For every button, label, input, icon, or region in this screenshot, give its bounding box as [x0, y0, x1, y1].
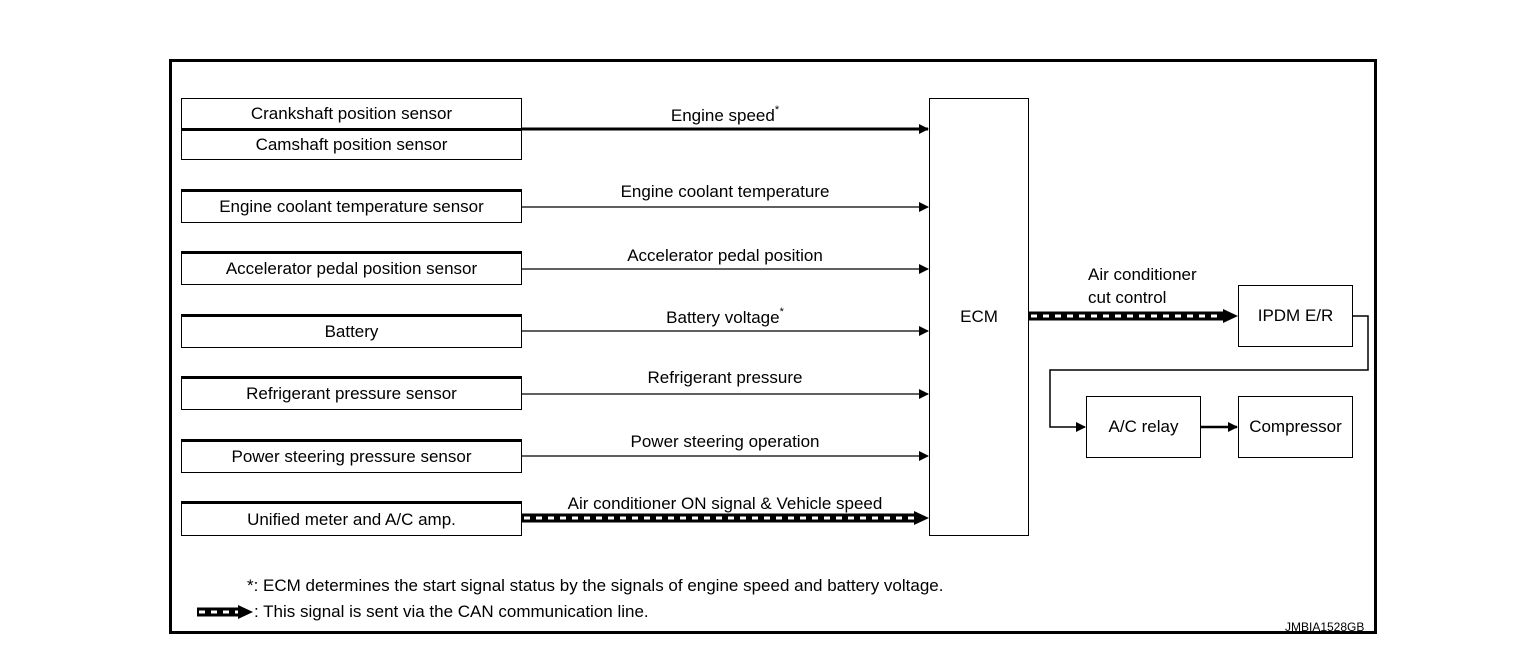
compressor-label: Compressor [1249, 417, 1342, 436]
diagram-frame [169, 59, 1377, 634]
ipdm-relay-line [1049, 315, 1369, 432]
meter-ac-amp-box: Unified meter and A/C amp. [181, 501, 522, 536]
camshaft-label: Camshaft position sensor [255, 135, 448, 154]
can-line-ecm-ipdm [1029, 309, 1238, 323]
accel-label: Accelerator pedal position sensor [225, 259, 478, 278]
cut-control-label-2: cut control [1088, 288, 1167, 307]
battery-label: Battery [324, 322, 379, 341]
power-steering-sensor-box: Power steering pressure sensor [181, 439, 522, 473]
compressor-box: Compressor [1238, 396, 1353, 458]
battery-voltage-asterisk: * [779, 306, 784, 318]
crankshaft-sensor-box: Crankshaft position sensor [181, 98, 522, 129]
ipdm-er-box: IPDM E/R [1238, 285, 1353, 347]
meter-label: Unified meter and A/C amp. [247, 509, 456, 529]
power-steering-label: Power steering pressure sensor [231, 447, 472, 466]
ipdm-label: IPDM E/R [1257, 306, 1334, 325]
ac-relay-label: A/C relay [1108, 417, 1179, 436]
ac-on-speed-signal: Air conditioner ON signal & Vehicle spee… [567, 494, 883, 513]
can-legend-symbol [197, 605, 253, 619]
cut-control-label-1: Air conditioner [1088, 265, 1197, 284]
coolant-label: Engine coolant temperature sensor [219, 197, 484, 216]
battery-box: Battery [181, 314, 522, 348]
battery-voltage-signal: Battery voltage* [666, 306, 784, 327]
crankshaft-label: Crankshaft position sensor [250, 103, 453, 123]
power-steering-op-signal: Power steering operation [630, 432, 820, 451]
coolant-temp-signal: Engine coolant temperature [620, 182, 830, 201]
ecm-box: ECM [929, 98, 1029, 536]
can-footnote: : This signal is sent via the CAN commun… [254, 602, 649, 621]
accel-pos-signal: Accelerator pedal position [627, 246, 823, 265]
engine-speed-signal: Engine speed* [670, 104, 780, 125]
ac-relay-box: A/C relay [1086, 396, 1201, 458]
refrigerant-pressure-signal: Refrigerant pressure [647, 368, 803, 387]
can-line-meter-ecm [522, 511, 929, 525]
refrigerant-label: Refrigerant pressure sensor [246, 384, 457, 403]
refrigerant-sensor-box: Refrigerant pressure sensor [181, 376, 522, 410]
ecm-label: ECM [960, 307, 998, 326]
camshaft-sensor-box: Camshaft position sensor [181, 128, 522, 160]
engine-speed-asterisk: * [774, 104, 780, 116]
figure-code: JMBIA1528GB [1285, 620, 1365, 634]
accel-sensor-box: Accelerator pedal position sensor [181, 251, 522, 285]
asterisk-footnote: *: ECM determines the start signal statu… [247, 576, 944, 595]
coolant-sensor-box: Engine coolant temperature sensor [181, 189, 522, 223]
